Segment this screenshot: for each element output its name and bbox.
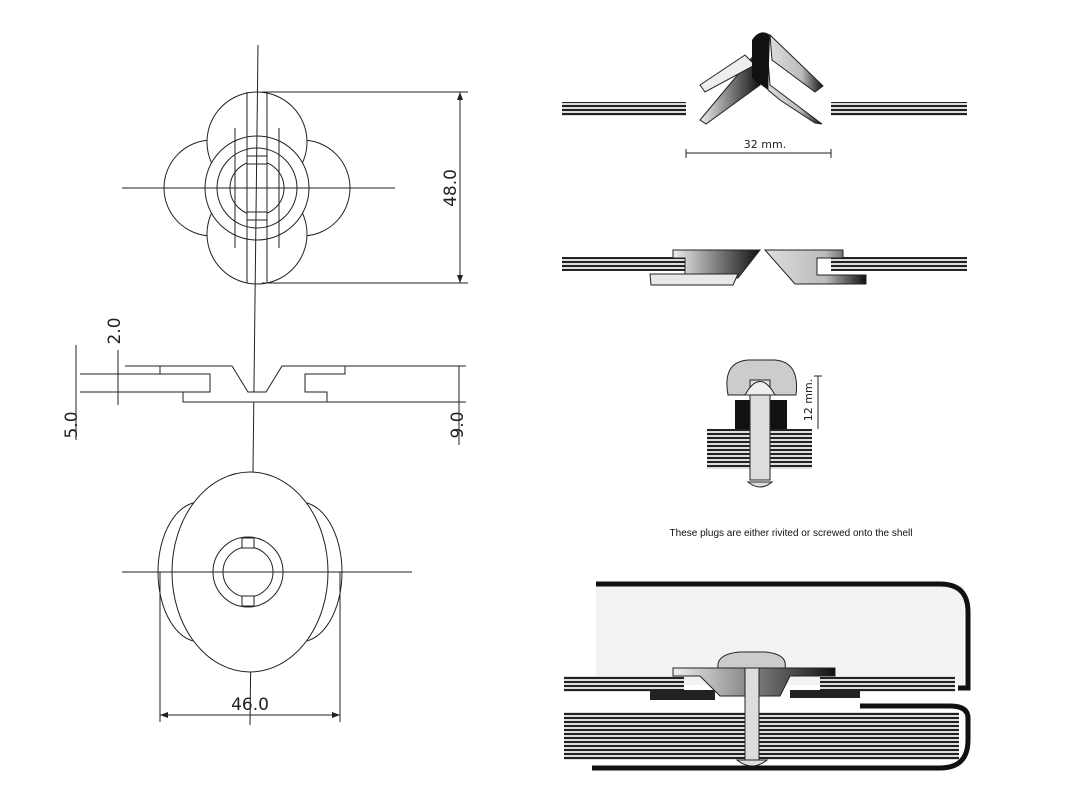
- top-view: [122, 44, 395, 726]
- side-view: 2.0 5.0 9.0: [62, 317, 468, 445]
- corner-open-view: 32 mm.: [562, 32, 967, 158]
- dimension-total-label: 9.0: [448, 411, 468, 438]
- corner-dimension-label: 32 mm.: [744, 138, 786, 151]
- dimension-width-label: 46.0: [231, 695, 269, 715]
- caption: These plugs are either rivited or screwe…: [670, 528, 913, 539]
- shell-section-view: [564, 581, 971, 771]
- rivet-view: 12 mm. These plugs are either rivited or…: [670, 359, 913, 539]
- dimension-base-label: 5.0: [62, 411, 82, 438]
- rivet-dimension-label: 12 mm.: [802, 379, 815, 421]
- corner-closed-view: [562, 249, 967, 286]
- dimension-flange-label: 2.0: [105, 317, 125, 344]
- dimension-height-label: 48.0: [441, 169, 461, 207]
- bottom-view: 46.0: [122, 471, 412, 722]
- dimension-height: 48.0: [262, 91, 468, 284]
